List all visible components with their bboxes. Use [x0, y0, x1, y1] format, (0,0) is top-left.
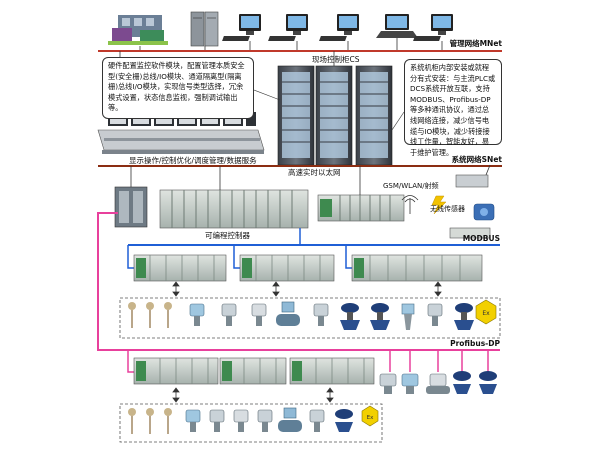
desktop-computer-icon [319, 14, 359, 41]
plc-right-rack [317, 166, 405, 222]
server-icon [190, 11, 219, 47]
field-instruments-group: Ex [119, 297, 501, 339]
desktop-computer-icon [222, 14, 261, 41]
realtime-ethernet-label: 高速实时以太网 [288, 167, 341, 177]
double-arrow-icon [172, 387, 334, 403]
antenna-icon [401, 195, 419, 214]
plc-main-rack [159, 166, 309, 229]
flow-meter-icon [276, 301, 329, 326]
desktop-computer-icon [413, 14, 453, 41]
desktop-computer-icon [268, 14, 308, 41]
explosion-proof-icon: Ex [475, 299, 497, 325]
gateway-device-icon [449, 227, 491, 239]
gsm-modem-icon [455, 164, 491, 188]
system-integration-note: 系统机柜内部安装或就程分有式安装：与主流PLC或DCS系统开放互联，支持MODB… [404, 59, 502, 157]
field-instruments-group: Ex [119, 403, 383, 443]
double-arrow-icon [172, 281, 442, 297]
plc-left-rack [114, 166, 148, 228]
profibus-instruments [379, 371, 497, 394]
pressure-transmitter-icon [189, 303, 267, 326]
svg-text:Ex: Ex [367, 415, 374, 421]
lightning-icon [431, 195, 447, 215]
field-cabinet-label: 现场控制柜CS [312, 54, 360, 64]
control-valve-icon [340, 303, 390, 330]
io-rack [133, 254, 227, 282]
operator-station-label: 显示操作/控制优化/调度管理/数据服务 [129, 155, 257, 165]
hardware-config-note: 硬件配置监控软件模块，配置管理本质安全型(安全栅)总线/IO模块、通道隔离型(隔… [102, 57, 254, 119]
field-control-cabinets [277, 51, 393, 166]
profibus-io-racks [133, 357, 375, 385]
profibus-network [97, 212, 500, 351]
modbus-label: MODBUS [463, 234, 500, 243]
thermocouple-icon [131, 308, 169, 328]
wireless-sensor-label: 无线传感器 [430, 204, 465, 213]
plc-label: 可编程控制器 [205, 230, 250, 240]
level-radar-icon [401, 303, 474, 330]
management-workstations [108, 11, 453, 50]
laptop-icon [376, 14, 418, 38]
wireless-sensor-icon [473, 203, 495, 221]
io-rack [351, 254, 483, 282]
management-network-label: 管理网络MNet [450, 38, 503, 48]
gsm-label: GSM/WLAN/射频 [383, 181, 439, 190]
factory-icon [108, 15, 168, 45]
profibus-label: Profibus-DP [450, 339, 500, 348]
svg-text:Ex: Ex [482, 310, 490, 317]
system-network-label: 系统网络SNet [452, 154, 503, 164]
